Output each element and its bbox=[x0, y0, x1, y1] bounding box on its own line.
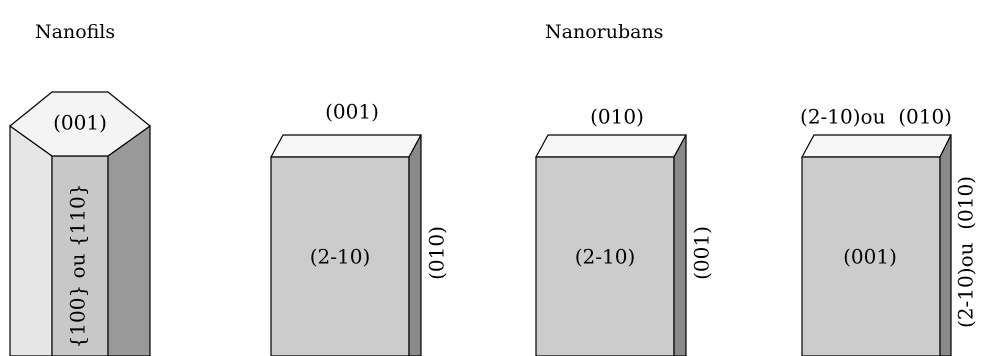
hex-side-label: {100} ou {110} bbox=[66, 184, 90, 349]
ribbon-2-front-face bbox=[535, 156, 675, 356]
hex-left-face bbox=[9, 124, 53, 356]
hexagonal-prism: (001) {100} ou {110} bbox=[9, 91, 151, 356]
title-nanowires: Nanofils bbox=[35, 21, 115, 43]
ribbon-1-top-face bbox=[269, 134, 423, 158]
ribbon-1: (001) (2-10) (010) bbox=[269, 100, 449, 356]
hex-right-face bbox=[107, 124, 151, 356]
ribbon-1-side-face bbox=[408, 134, 422, 356]
ribbon-2-top-face bbox=[534, 134, 688, 158]
ribbon-3-top-face bbox=[800, 134, 952, 158]
ribbon-2-side-face bbox=[673, 134, 687, 356]
ribbon-1-front-face bbox=[270, 156, 410, 356]
ribbon-1-front-label: (2-10) bbox=[310, 245, 371, 269]
hex-top-face bbox=[9, 91, 151, 157]
ribbon-3-front-label: (001) bbox=[843, 245, 897, 269]
ribbon-2-front-label: (2-10) bbox=[575, 245, 636, 269]
ribbon-1-top-label: (001) bbox=[325, 100, 379, 124]
ribbon-3-side-face bbox=[939, 134, 952, 356]
ribbon-3: (2-10)ou (010) (001) (2-10)ou (010) bbox=[800, 105, 978, 356]
ribbon-3-top-label: (2-10)ou (010) bbox=[800, 105, 952, 129]
hex-top-label: (001) bbox=[53, 111, 107, 135]
ribbon-2-side-label: (001) bbox=[690, 226, 714, 280]
title-nanoribbons: Nanorubans bbox=[545, 21, 663, 43]
ribbon-2-top-label: (010) bbox=[590, 105, 644, 129]
ribbon-1-side-label: (010) bbox=[425, 226, 449, 280]
ribbon-3-front-face bbox=[801, 156, 941, 356]
ribbon-2: (010) (2-10) (001) bbox=[534, 105, 714, 356]
ribbon-3-side-label: (2-10)ou (010) bbox=[954, 176, 978, 328]
